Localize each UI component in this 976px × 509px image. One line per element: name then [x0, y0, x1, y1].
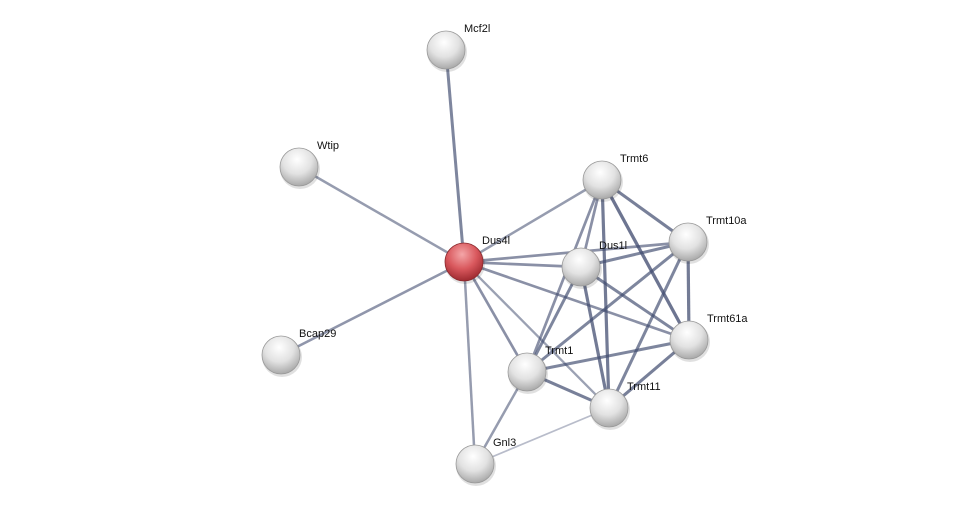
edge-dus4l-wtip[interactable]	[298, 165, 465, 264]
node-dus4l[interactable]: Dus4l	[444, 235, 510, 284]
node-sphere[interactable]	[426, 30, 466, 70]
edge-trmt6-trmt11[interactable]	[600, 179, 611, 409]
edge-dus4l-trmt61a[interactable]	[463, 260, 690, 342]
node-trmt6[interactable]: Trmt6	[582, 153, 648, 202]
node-trmt1[interactable]: Trmt1	[507, 345, 573, 394]
edge-dus4l-gnl3[interactable]	[462, 261, 477, 465]
edge-trmt6-trmt61a[interactable]	[600, 179, 691, 341]
node-sphere[interactable]	[444, 242, 484, 282]
edge-dus4l-trmt1[interactable]	[462, 261, 529, 373]
node-sphere[interactable]	[455, 444, 495, 484]
edge-dus4l-mcf2l[interactable]	[444, 49, 466, 263]
edge-dus4l-dus1l[interactable]	[463, 260, 582, 269]
node-wtip[interactable]: Wtip	[279, 140, 339, 189]
node-sphere[interactable]	[582, 160, 622, 200]
node-label: Trmt10a	[706, 215, 747, 227]
node-dus1l[interactable]: Dus1l	[561, 240, 627, 289]
node-label: Mcf2l	[464, 23, 490, 35]
node-label: Trmt6	[620, 153, 648, 165]
node-trmt61a[interactable]: Trmt61a	[669, 313, 748, 362]
edge-trmt61a-trmt1[interactable]	[526, 338, 690, 374]
node-sphere[interactable]	[589, 388, 629, 428]
node-gnl3[interactable]: Gnl3	[455, 437, 516, 486]
edge-dus1l-trmt1[interactable]	[525, 266, 583, 373]
edge-dus4l-bcap29[interactable]	[280, 260, 465, 357]
node-bcap29[interactable]: Bcap29	[261, 328, 336, 377]
edge-trmt10a-trmt11[interactable]	[607, 241, 690, 409]
node-sphere[interactable]	[279, 147, 319, 187]
node-label: Bcap29	[299, 328, 336, 340]
node-mcf2l[interactable]: Mcf2l	[426, 23, 490, 72]
node-label: Trmt61a	[707, 313, 748, 325]
edge-dus4l-trmt11[interactable]	[463, 261, 610, 409]
node-label: Trmt1	[545, 345, 573, 357]
node-label: Gnl3	[493, 437, 516, 449]
node-label: Dus1l	[599, 240, 627, 252]
node-sphere[interactable]	[668, 222, 708, 262]
edge-dus1l-trmt11[interactable]	[579, 266, 611, 409]
edge-dus4l-trmt6[interactable]	[463, 178, 603, 264]
node-label: Trmt11	[627, 381, 661, 393]
node-label: Dus4l	[482, 235, 510, 247]
edge-dus1l-trmt61a[interactable]	[580, 265, 690, 342]
node-sphere[interactable]	[507, 352, 547, 392]
node-sphere[interactable]	[669, 320, 709, 360]
node-label: Wtip	[317, 140, 339, 152]
edge-trmt11-gnl3[interactable]	[474, 407, 610, 465]
node-sphere[interactable]	[561, 247, 601, 287]
edge-trmt10a-trmt1[interactable]	[526, 240, 689, 374]
node-sphere[interactable]	[261, 335, 301, 375]
node-trmt11[interactable]: Trmt11	[589, 381, 661, 430]
node-trmt10a[interactable]: Trmt10a	[668, 215, 747, 264]
